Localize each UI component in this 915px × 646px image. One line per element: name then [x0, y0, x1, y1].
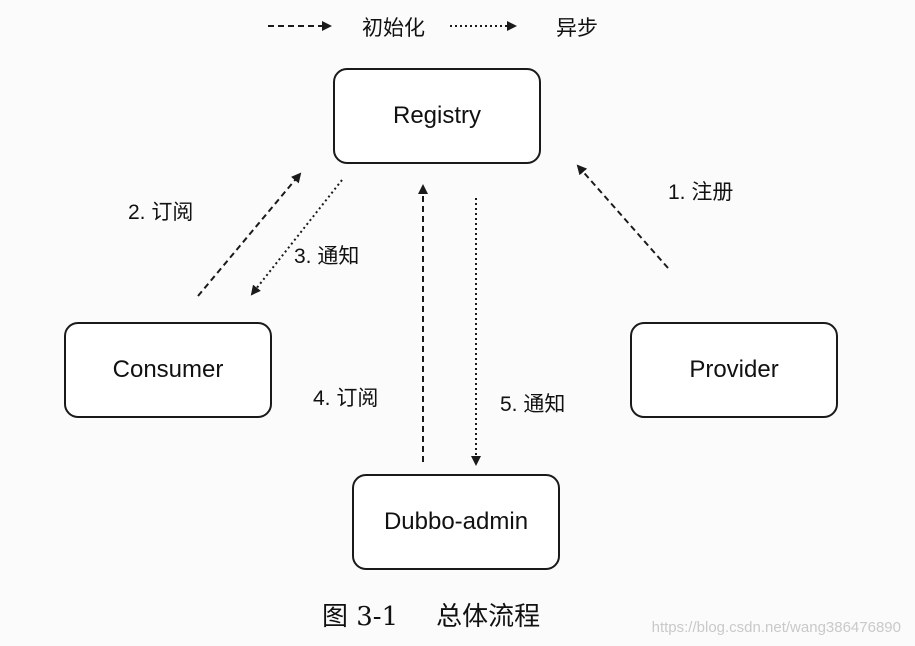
legend-init-label: 初始化 — [362, 17, 425, 40]
legend-async-label: 异步 — [556, 17, 598, 40]
figure-caption: 图 3-1 总体流程 — [322, 596, 540, 633]
edge-consumer-notify-label: 3. 通知 — [294, 245, 360, 268]
arrow-consumer-subscribe — [197, 172, 302, 297]
admin-label: Dubbo-admin — [383, 508, 529, 535]
registry-label: Registry — [392, 102, 482, 129]
arrow-register — [576, 164, 669, 269]
edge-admin-subscribe-label: 4. 订阅 — [313, 387, 379, 410]
figure-title: 总体流程 — [436, 602, 541, 632]
consumer-node: Consumer — [64, 322, 272, 418]
figure-number: 图 3-1 — [322, 602, 399, 632]
arrow-consumer-notify — [250, 179, 343, 296]
edge-admin-notify-label: 5. 通知 — [500, 393, 566, 416]
registry-node: Registry — [333, 68, 541, 164]
consumer-label: Consumer — [112, 356, 224, 383]
watermark: https://blog.csdn.net/wang386476890 — [651, 619, 901, 636]
edge-register-label: 1. 注册 — [668, 181, 734, 204]
admin-node: Dubbo-admin — [352, 474, 560, 570]
edge-consumer-subscribe-label: 2. 订阅 — [128, 201, 194, 224]
provider-label: Provider — [689, 356, 779, 383]
provider-node: Provider — [630, 322, 838, 418]
